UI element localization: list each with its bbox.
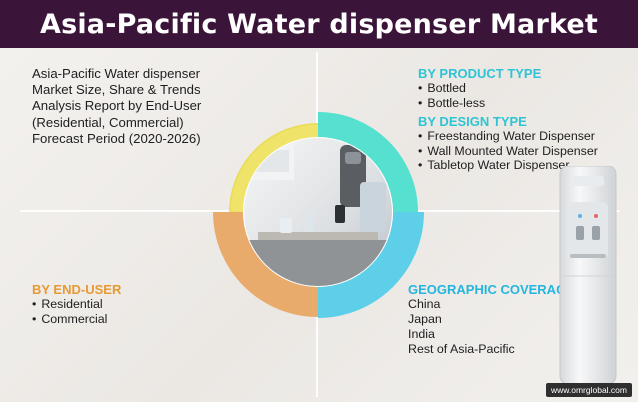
list-item: Bottled [418,81,541,96]
report-line: Asia-Pacific Water dispenser [32,66,201,81]
list-item: Bottle-less [418,96,541,111]
list-item: Rest of Asia-Pacific [408,342,515,356]
report-description: Asia-Pacific Water dispenser Market Size… [32,66,247,147]
list-item: China [408,297,441,311]
blue-arc [318,212,424,318]
page-title: Asia-Pacific Water dispenser Market [39,8,599,40]
water-dispenser-image [559,166,617,384]
design-type-section: BY DESIGN TYPE Freestanding Water Dispen… [418,114,598,173]
report-line: Market Size, Share & Trends [32,82,201,98]
source-credit: www.omrglobal.com [545,383,632,397]
design-type-title: BY DESIGN TYPE [418,114,527,129]
list-item: India [408,327,435,341]
geographic-title: GEOGRAPHIC COVERAGE [408,282,575,297]
end-user-list: Residential Commercial [32,297,121,326]
list-item: Commercial [32,312,121,327]
geographic-section: GEOGRAPHIC COVERAGE China Japan India Re… [408,282,575,357]
end-user-title: BY END-USER [32,282,122,297]
list-item: Residential [32,297,121,312]
report-line: Forecast Period (2020-2026) [32,130,201,146]
list-item: Wall Mounted Water Dispenser [418,144,598,159]
yellow-arc [229,123,318,212]
list-item: Tabletop Water Dispenser [418,158,598,173]
geographic-list: China Japan India Rest of Asia-Pacific [408,297,575,357]
product-type-title: BY PRODUCT TYPE [418,66,542,81]
list-item: Freestanding Water Dispenser [418,129,598,144]
product-type-section: BY PRODUCT TYPE Bottled Bottle-less [418,66,541,110]
report-line: (Residential, Commercial) [32,114,184,130]
orange-arc [213,212,318,317]
cyan-arc [318,112,418,212]
report-line: Analysis Report by End-User [32,98,202,114]
end-user-section: BY END-USER Residential Commercial [32,282,121,326]
title-banner: Asia-Pacific Water dispenser Market [0,0,638,48]
product-type-list: Bottled Bottle-less [418,81,541,110]
list-item: Japan [408,312,442,326]
design-type-list: Freestanding Water Dispenser Wall Mounte… [418,129,598,173]
